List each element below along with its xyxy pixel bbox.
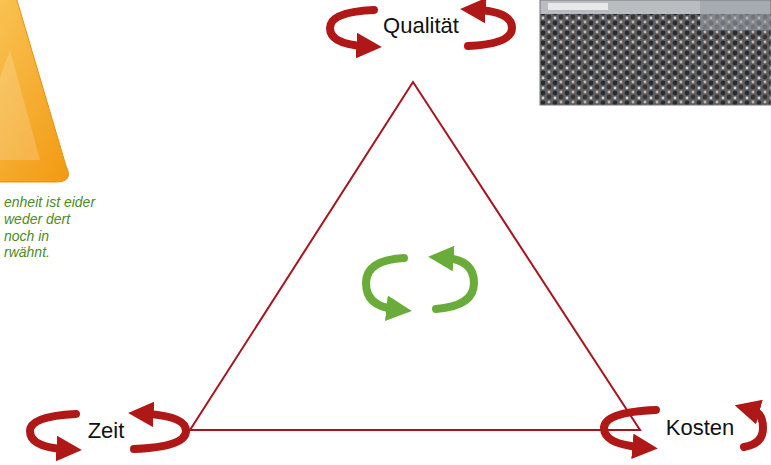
crowd-photo	[540, 0, 771, 105]
warning-shine	[0, 50, 40, 160]
center-cycle	[366, 258, 474, 309]
corner-label: Qualität	[383, 13, 459, 38]
cycle-arrows	[30, 10, 763, 449]
triangle	[190, 82, 640, 430]
warning-note: enheit ist eider weder dert noch in rwäh…	[4, 194, 96, 261]
corner-label: Zeit	[88, 418, 125, 443]
warning-sign	[0, 0, 68, 182]
corner-label: Kosten	[666, 415, 735, 440]
